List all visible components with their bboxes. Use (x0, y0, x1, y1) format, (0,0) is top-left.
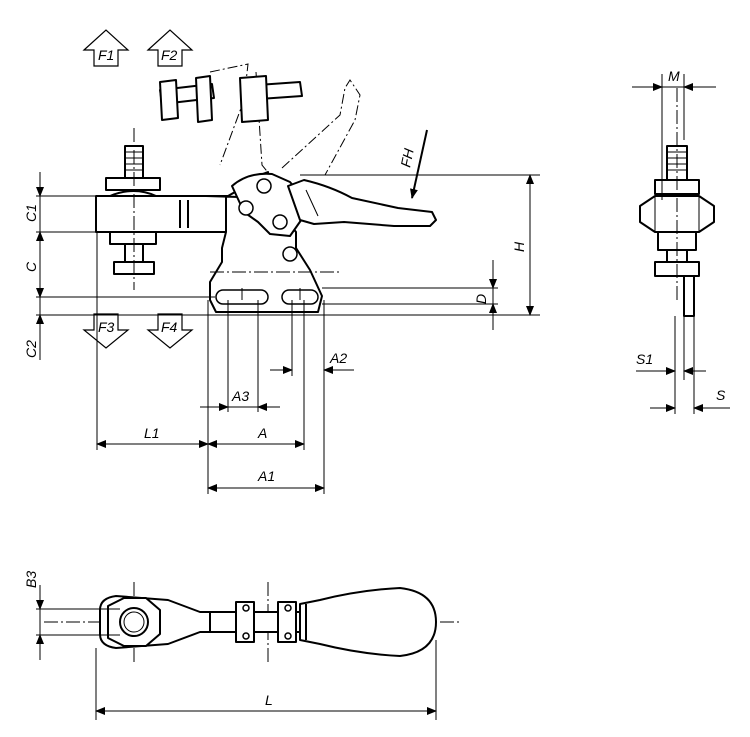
force-label-f3: F3 (98, 319, 115, 335)
side-view: FH (95, 63, 437, 313)
open-position-ghost (159, 63, 361, 191)
label-d: D (473, 294, 489, 304)
front-view (639, 88, 715, 317)
force-arrow-f4: F4 (146, 313, 194, 349)
label-c2: C2 (23, 340, 39, 358)
top-view (44, 582, 460, 662)
label-h: H (511, 241, 527, 252)
top-view-dimensions: B3 L (23, 571, 437, 720)
label-fh: FH (397, 146, 417, 168)
label-a2: A2 (329, 350, 347, 366)
label-s: S (716, 387, 726, 403)
front-view-dimensions: M S1 S (632, 68, 730, 414)
force-arrow-f3: F3 (82, 313, 130, 349)
force-label-f4: F4 (161, 319, 178, 335)
label-c: C (23, 261, 39, 272)
side-view-dimensions: C1 C C2 H D A2 A3 (23, 172, 540, 494)
label-c1: C1 (23, 204, 39, 222)
label-l: L (265, 692, 273, 708)
force-arrow-f2: F2 (146, 29, 194, 67)
label-s1: S1 (636, 351, 653, 367)
label-a3: A3 (231, 388, 249, 404)
pivot-3 (272, 214, 288, 230)
top-handle (299, 587, 437, 657)
label-m: M (668, 68, 680, 84)
force-arrow-f1: F1 (82, 29, 130, 67)
handle (287, 179, 437, 227)
pivot-1 (256, 178, 272, 194)
label-a: A (257, 425, 267, 441)
label-l1: L1 (144, 425, 160, 441)
base-plate (205, 195, 323, 313)
pivot-4 (282, 246, 298, 262)
force-label-f2: F2 (161, 47, 178, 63)
force-label-f1: F1 (98, 47, 114, 63)
label-b3: B3 (23, 571, 39, 588)
pivot-2 (238, 200, 254, 216)
label-a1: A1 (257, 468, 275, 484)
